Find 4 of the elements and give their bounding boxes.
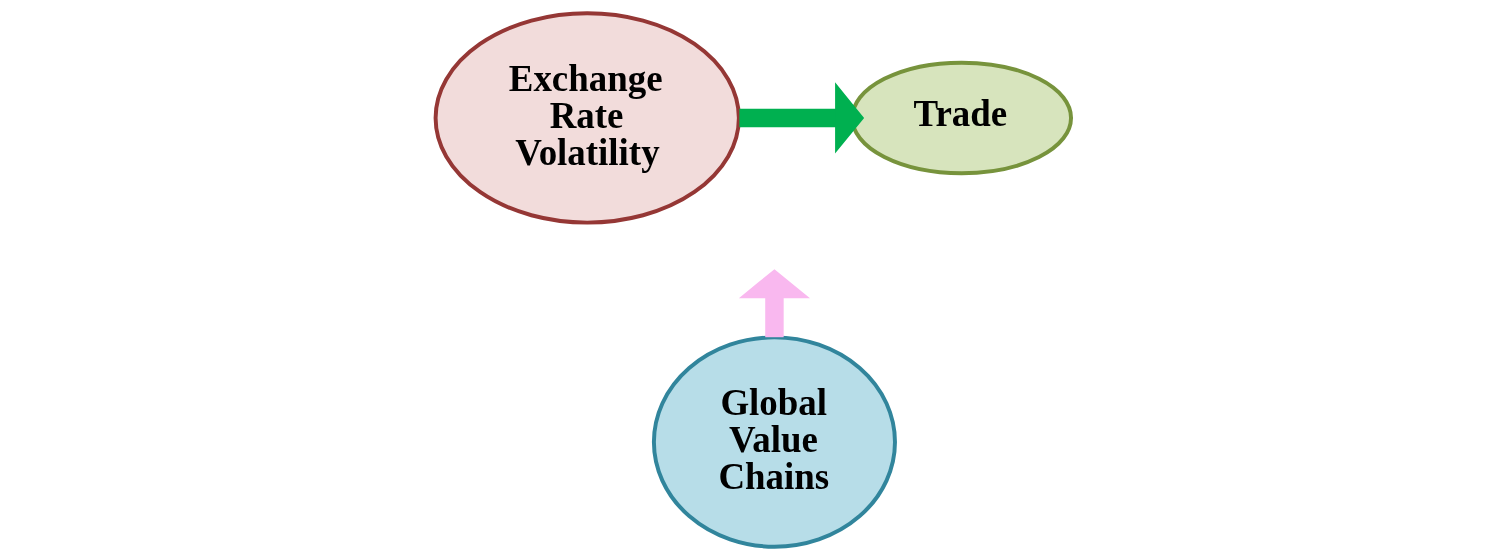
node-ellipse: Exchange Rate Volatility <box>433 11 741 225</box>
arrow <box>738 269 810 338</box>
node-ellipse: Global Value Chains <box>651 335 897 549</box>
arrow <box>738 82 864 154</box>
